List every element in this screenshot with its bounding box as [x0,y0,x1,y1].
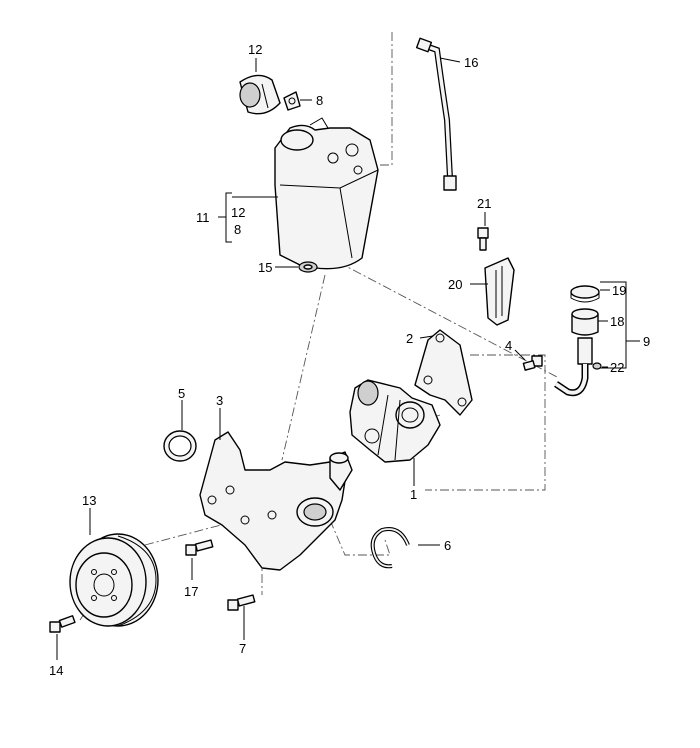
bolt-lower[interactable] [227,594,256,611]
mounting-bracket[interactable] [199,431,353,571]
pulley[interactable] [69,533,159,627]
callout-16: 16 [464,55,478,70]
callout-12-group: 12 [231,205,245,220]
pressure-line[interactable] [554,337,593,397]
callout-5: 5 [178,386,185,401]
fluid-reservoir[interactable] [274,117,379,270]
seal-ring[interactable] [283,91,301,111]
seal-ring-large[interactable] [163,430,197,462]
return-line-pipe[interactable] [415,37,457,191]
power-steering-pump[interactable] [349,379,441,463]
callout-20: 20 [448,277,462,292]
hose-clamp[interactable] [570,285,600,303]
callout-19: 19 [612,283,626,298]
callout-8-seal: 8 [316,93,323,108]
callout-4: 4 [505,338,512,353]
callout-12-cap: 12 [248,42,262,57]
pump-bracket[interactable] [414,329,473,416]
callout-15: 15 [258,260,272,275]
callout-labels: 12 8 16 11 12 8 15 21 20 19 18 9 22 2 4 … [49,42,650,678]
pulley-bolt[interactable] [49,615,76,633]
callout-13: 13 [82,493,96,508]
callout-18: 18 [610,314,624,329]
callout-21: 21 [477,196,491,211]
callout-3: 3 [216,393,223,408]
reservoir-cap[interactable] [239,74,281,115]
bolt-pulley-side[interactable] [185,539,214,556]
bracket-bolt[interactable] [477,227,489,251]
callout-2: 2 [406,331,413,346]
callout-6: 6 [444,538,451,553]
circlip[interactable] [370,527,410,569]
hose-sleeve[interactable] [571,308,599,336]
leader-lines [56,57,640,660]
callout-7: 7 [239,641,246,656]
callout-1: 1 [410,487,417,502]
callout-22: 22 [610,360,624,375]
reservoir-grommet[interactable] [298,261,318,273]
callout-8-group: 8 [234,222,241,237]
bracket-bolt-small[interactable] [522,355,543,371]
line-bracket[interactable] [484,257,515,326]
callout-17: 17 [184,584,198,599]
callout-9: 9 [643,334,650,349]
callout-11: 11 [196,210,210,225]
callout-14: 14 [49,663,63,678]
o-ring[interactable] [592,362,602,370]
